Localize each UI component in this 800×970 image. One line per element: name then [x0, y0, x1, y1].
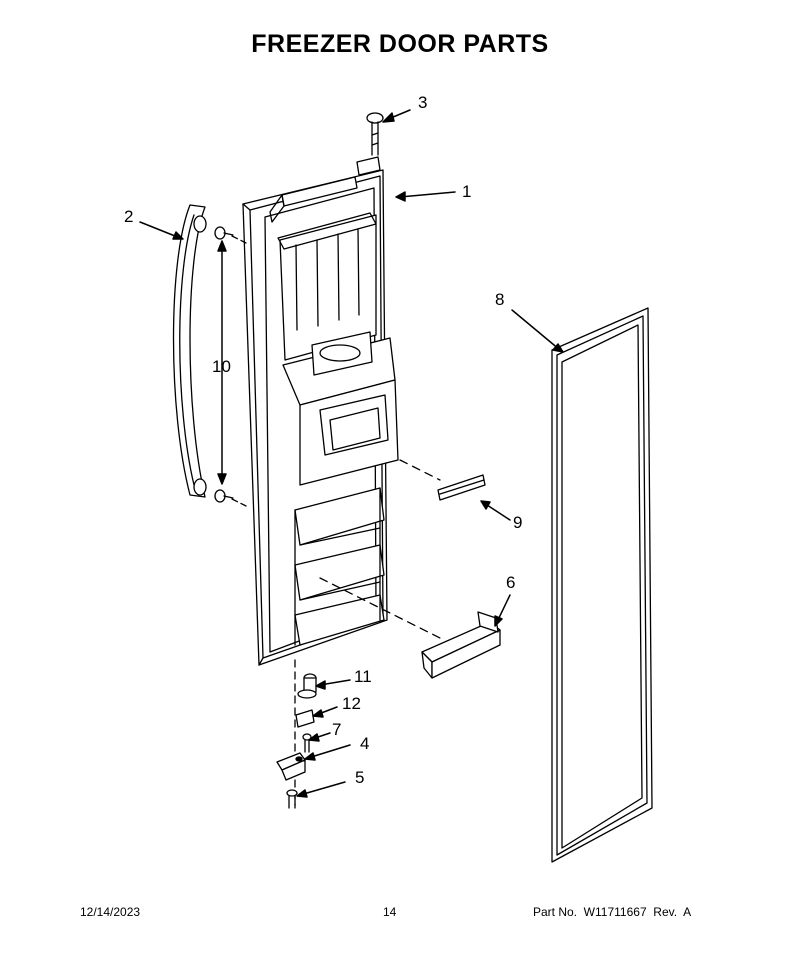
callout-2: 2 — [124, 207, 133, 226]
part-8-gasket — [551, 307, 653, 863]
part-6-bin — [319, 577, 501, 679]
part-2-handle — [172, 204, 207, 498]
part-3-screw — [366, 112, 384, 156]
callout-11: 11 — [354, 667, 372, 686]
callout-9: 9 — [513, 513, 522, 532]
callout-4: 4 — [360, 734, 369, 753]
part-9-trim — [399, 459, 486, 501]
door-assembly — [242, 156, 399, 666]
callout-7: 7 — [332, 720, 341, 739]
page-title: FREEZER DOOR PARTS — [251, 30, 549, 58]
hinge-parts — [276, 659, 317, 809]
footer-date: 12/14/2023 — [80, 905, 141, 919]
callout-5: 5 — [355, 768, 364, 787]
leader-lines — [139, 109, 564, 798]
callout-8: 8 — [495, 290, 504, 309]
footer-page-number: 14 — [383, 905, 397, 919]
callout-1: 1 — [462, 182, 471, 201]
part-10-studs — [214, 226, 247, 507]
callout-6: 6 — [506, 573, 515, 592]
footer-part-number: Part No. W11711667 Rev. A — [533, 905, 692, 919]
callout-12: 12 — [342, 694, 361, 713]
callout-3: 3 — [418, 93, 427, 112]
callout-10: 10 — [212, 357, 231, 376]
